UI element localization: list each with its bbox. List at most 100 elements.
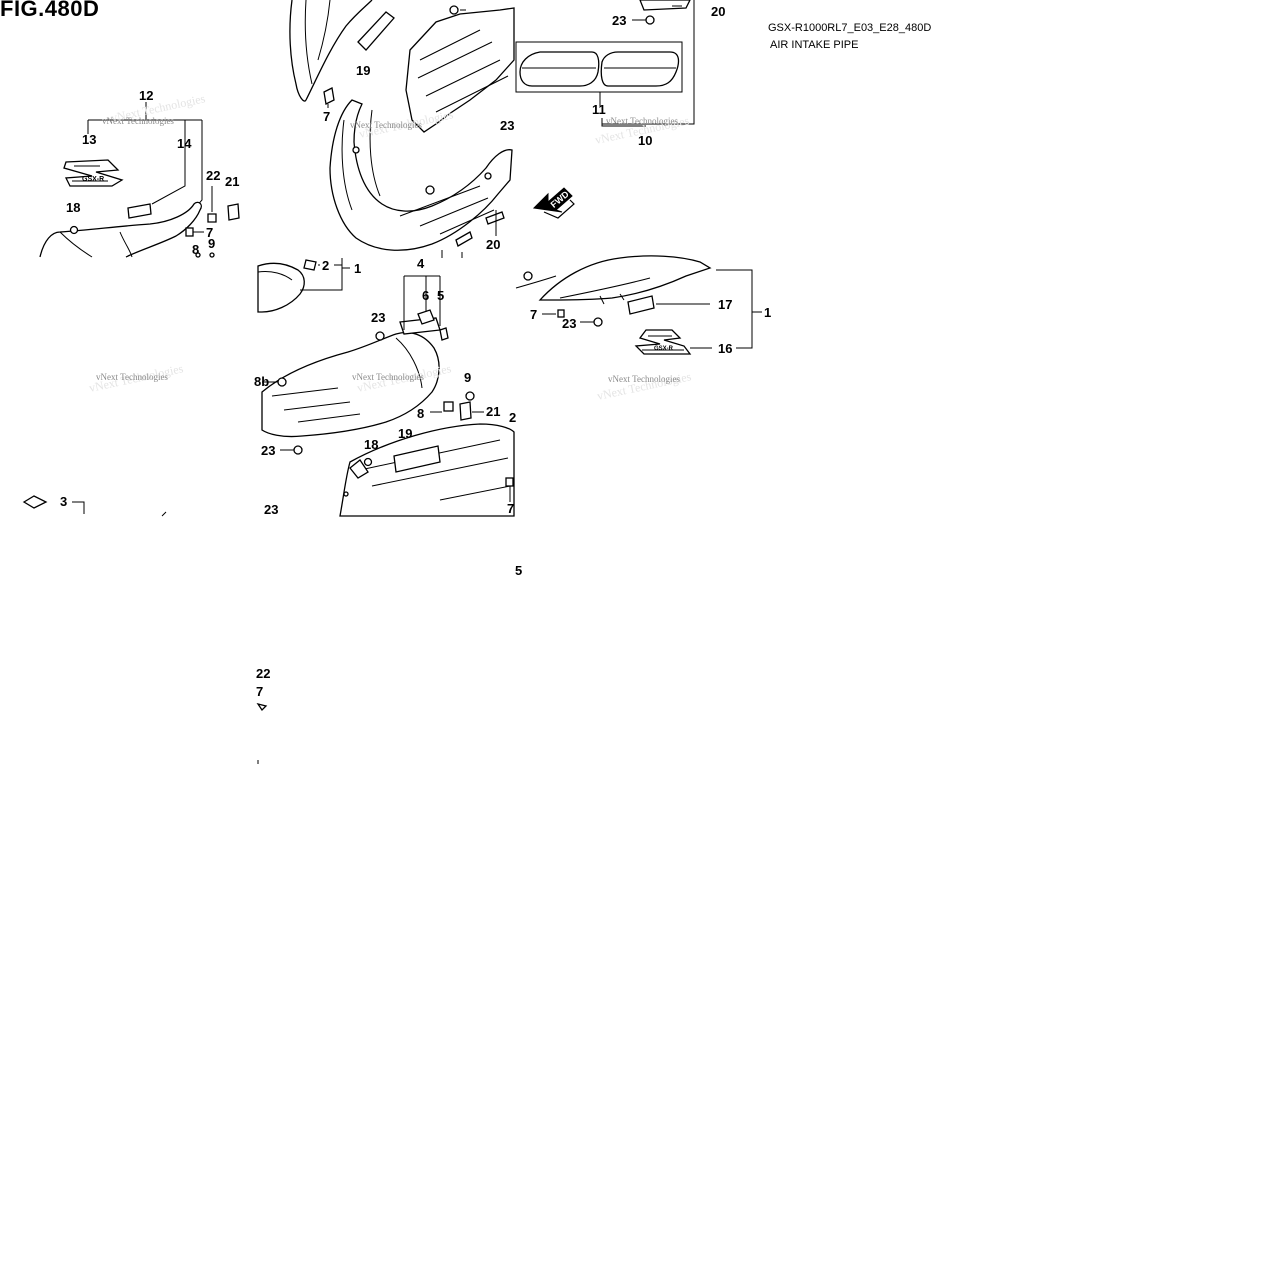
callout-8-left: 8 [192, 242, 199, 257]
bolt-23-low [293, 445, 303, 455]
duct-cover-left [519, 51, 600, 87]
side-panel-right [538, 255, 712, 301]
caution-label-left [127, 203, 152, 219]
bolt-23-top [449, 5, 459, 15]
label-5 [439, 327, 449, 341]
callout-5-mid: 5 [437, 288, 444, 303]
label-19-low [393, 445, 441, 473]
forward-arrow: FWD [532, 187, 575, 219]
callout-16: 16 [718, 341, 732, 356]
callout-21-left: 21 [225, 174, 239, 189]
watermark-2: vNext Technologies [96, 372, 168, 382]
callout-8-mid: 8 [417, 406, 424, 421]
callout-10: 10 [638, 133, 652, 148]
bottom-fragments: 5 22 7 [256, 563, 522, 764]
callout-23-low: 23 [261, 443, 275, 458]
watermark-1: vNext Technologies [102, 116, 174, 126]
callout-7-bottom: 7 [256, 684, 263, 699]
duct-cover-2 [257, 262, 305, 313]
right-top-panel: 20 23 11 10 vNext Technologies vNext Tec… [515, 0, 725, 219]
middle-top-panel: 19 7 23 20 vNext Technologies vNext Tech… [289, 0, 515, 258]
callout-13: 13 [82, 132, 96, 147]
callout-23-right-low: 23 [562, 316, 576, 331]
callout-11: 11 [592, 102, 606, 117]
callout-19-top: 19 [356, 63, 370, 78]
label-17 [627, 295, 655, 315]
watermark-4: vNext Technologies [352, 372, 424, 382]
nut-7-left [185, 227, 194, 237]
front-cowl-shell [289, 0, 373, 102]
nut-7-top [323, 87, 335, 105]
middle-bottom-panel: 2 1 4 6 5 23 8b 9 8 21 2 18 19 23 23 7 v… [254, 256, 516, 517]
bolt-23-right [645, 15, 655, 25]
spacer-8-mid [443, 401, 454, 412]
side-cowl [261, 331, 440, 438]
watermark-5: vNext Technologies [606, 116, 678, 126]
gsxr-emblem-left: GSX-R [63, 159, 124, 187]
watermark-6: vNext Technologies [608, 374, 680, 384]
callout-19-low: 19 [398, 426, 412, 441]
callout-18-mid: 18 [364, 437, 378, 452]
svg-text:GSX-R: GSX-R [82, 176, 104, 183]
callout-23-right: 23 [612, 13, 626, 28]
callout-18-left: 18 [66, 200, 80, 215]
callout-1-right: 1 [764, 305, 771, 320]
leader-12 [87, 102, 203, 215]
left-panel: GSX-R 12 13 14 22 21 18 [22, 88, 240, 517]
callout-14: 14 [177, 136, 192, 151]
gsxr-emblem-right: GSX-R [634, 329, 692, 355]
callout-23-bottom: 23 [264, 502, 278, 517]
callout-3: 3 [60, 494, 67, 509]
tape-21-mid [459, 401, 472, 421]
callout-22-bottom: 22 [256, 666, 270, 681]
cushion-22-left [207, 213, 217, 223]
nut-7-right [557, 309, 565, 318]
watermark-3: vNext Technologies [350, 120, 422, 130]
label-20-mid [485, 211, 505, 225]
air-intake-duct [405, 7, 515, 133]
right-bottom-panel: GSX-R 17 1 7 23 16 vNext Technologies vN… [515, 255, 771, 403]
callout-20-mid: 20 [486, 237, 500, 252]
duct-set-box [515, 41, 683, 93]
nut-9-mid [465, 391, 475, 401]
bolt-23-mid [375, 331, 385, 341]
washer-9-left [209, 252, 215, 258]
callout-2: 2 [322, 258, 329, 273]
callout-21-mid: 21 [486, 404, 500, 419]
callout-7-left: 7 [206, 225, 213, 240]
section-title: AIR INTAKE PIPE [770, 39, 859, 51]
bolt-23-right-low [593, 317, 603, 327]
callout-1-left: 1 [354, 261, 361, 276]
spacer-8-left [195, 252, 201, 258]
plate-3 [22, 495, 48, 509]
callout-5-bottom: 5 [515, 563, 522, 578]
callout-9-mid: 9 [464, 370, 471, 385]
callout-20-top: 20 [711, 4, 725, 19]
tail-cowl-body [39, 201, 202, 258]
callout-2-edge: 2 [509, 410, 516, 425]
callout-12: 12 [139, 88, 153, 103]
callout-7-right: 7 [530, 307, 537, 322]
bracket-18 [349, 459, 369, 479]
tape-21-left [227, 203, 240, 221]
label-19-top [357, 11, 395, 51]
duct-cover-right [600, 51, 680, 87]
cover-top-edge [639, 0, 691, 11]
callout-22-left: 22 [206, 168, 220, 183]
figure-title: FIG.480D [0, 0, 100, 21]
callout-9-left: 9 [208, 236, 215, 251]
model-code: GSX-R1000RL7_E03_E28_480D [768, 22, 932, 34]
callout-6: 6 [422, 288, 429, 303]
callout-7-top: 7 [323, 109, 330, 124]
callout-4: 4 [417, 256, 425, 271]
callout-7-low: 7 [507, 501, 514, 516]
inner-fairing [329, 99, 513, 251]
nut-7-low [505, 477, 514, 487]
callout-17: 17 [718, 297, 732, 312]
callout-23-top: 23 [500, 118, 514, 133]
svg-text:GSX-R: GSX-R [654, 346, 674, 352]
callout-23-mid: 23 [371, 310, 385, 325]
screw-18-left [69, 225, 79, 235]
